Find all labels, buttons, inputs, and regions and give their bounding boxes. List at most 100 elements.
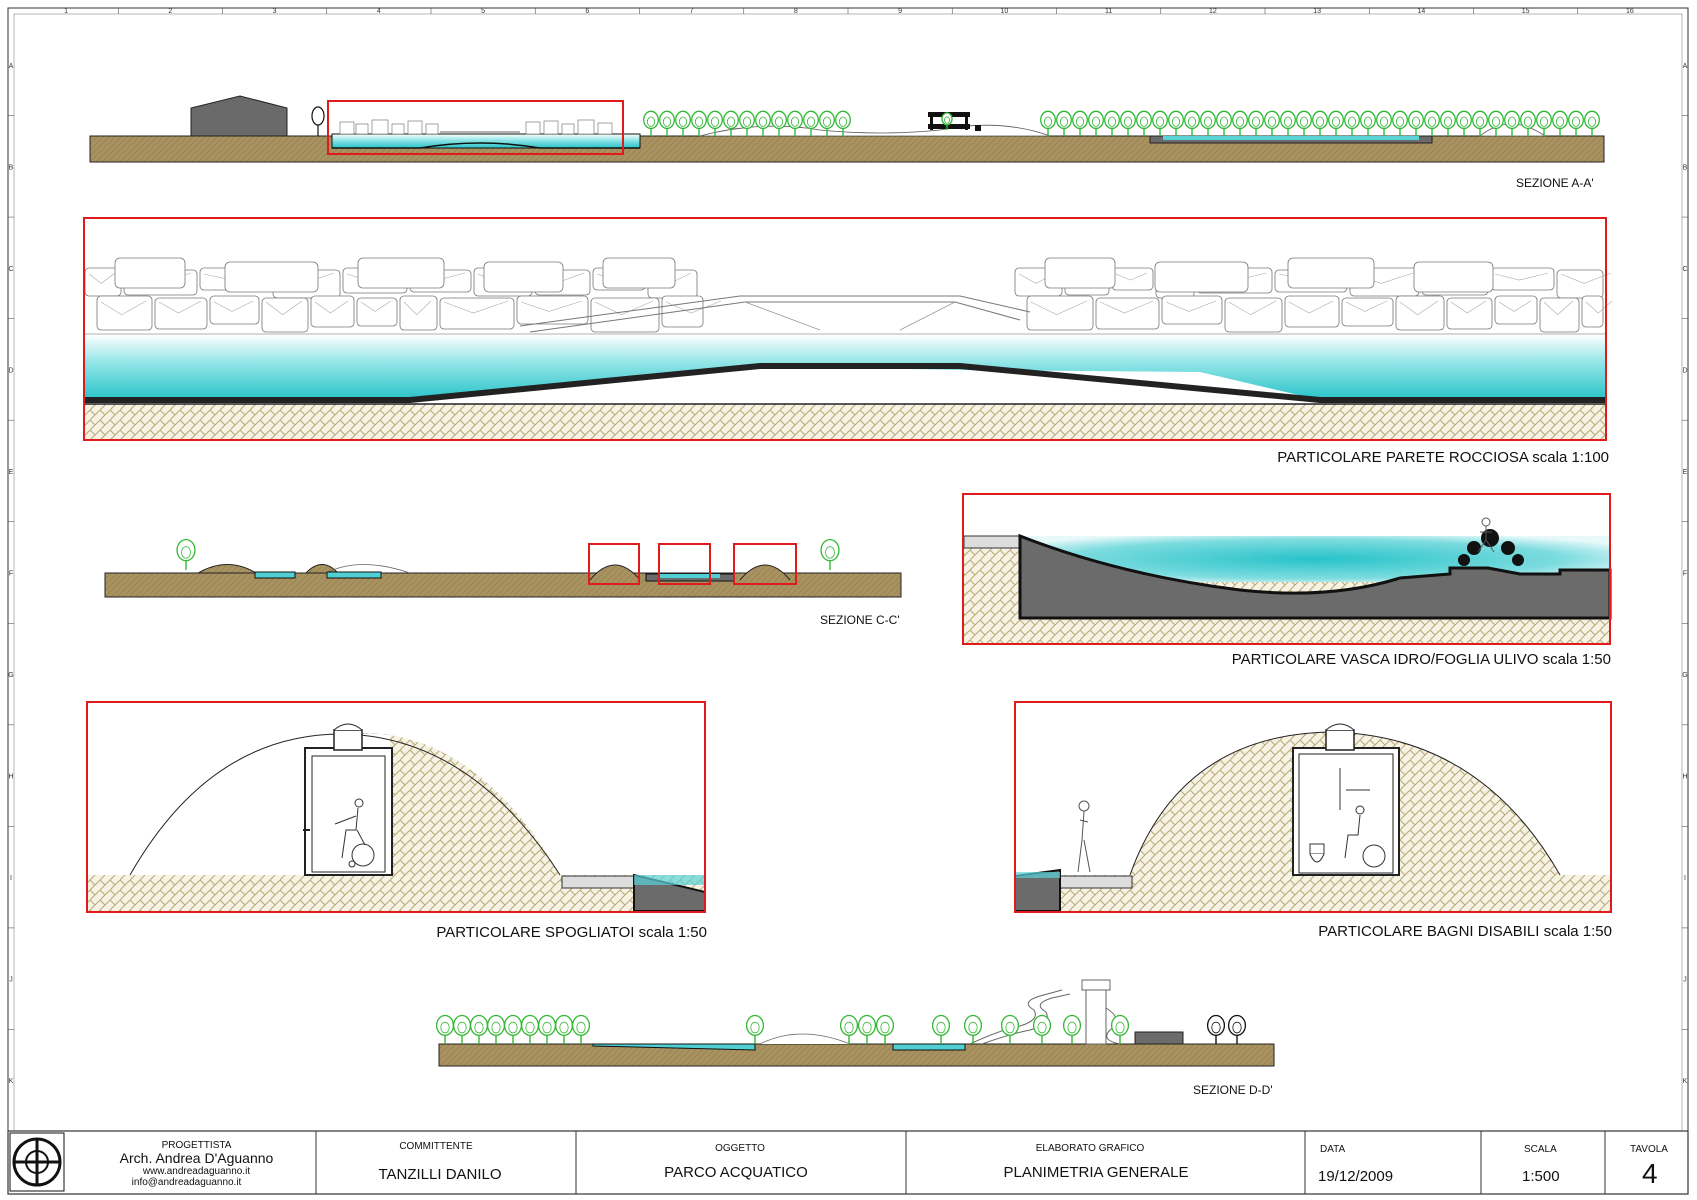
grid-row-label: D	[1682, 367, 1687, 374]
tree-icon	[675, 110, 691, 136]
tree-icon	[1504, 110, 1520, 136]
grid-row-label: C	[1682, 266, 1687, 273]
tree-icon	[176, 538, 196, 570]
tree-icon	[1200, 110, 1216, 136]
section-aa-trees	[643, 110, 1600, 136]
changing-pool-edge	[561, 875, 636, 889]
designer-website: www.andreadaguanno.it	[142, 1166, 251, 1177]
tree-icon	[1344, 110, 1360, 136]
grid-column-label: 7	[690, 8, 694, 15]
grid-column-label: 3	[273, 8, 277, 15]
tree-icon	[1056, 110, 1072, 136]
tree-icon	[1072, 110, 1088, 136]
section-cc-pool-2	[326, 571, 382, 579]
section-cc-highlight-3	[733, 543, 797, 585]
title-block-frame	[7, 1130, 1689, 1195]
tree-icon	[469, 1014, 489, 1044]
grid-row-label: G	[8, 672, 13, 679]
detail-changing-rooms	[86, 701, 706, 913]
tree-icon	[1206, 1014, 1226, 1044]
drawing-title-value: PLANIMETRIA GENERALE	[1003, 1164, 1189, 1181]
grid-row-label: I	[10, 875, 12, 882]
tree-icon	[857, 1014, 877, 1044]
section-aa-mound	[699, 124, 1051, 137]
tree-icon	[1104, 110, 1120, 136]
drawing-title-heading: ELABORATO GRAFICO	[1035, 1143, 1145, 1154]
tree-icon	[820, 538, 840, 570]
tree-icon	[1552, 110, 1568, 136]
hydro-pool-detail-label: PARTICOLARE VASCA IDRO/FOGLIA ULIVO scal…	[1231, 651, 1611, 668]
grid-column-label: 11	[1105, 8, 1112, 15]
tree-icon	[1280, 110, 1296, 136]
section-cc-pool-1	[254, 571, 296, 579]
grid-column-label: 4	[377, 8, 381, 15]
section-dd-pool-2	[892, 1043, 966, 1051]
toilets-path	[1059, 875, 1133, 889]
tree-icon	[787, 110, 803, 136]
grid-row-label: J	[9, 977, 13, 984]
tree-icon	[691, 110, 707, 136]
section-dd-building	[1134, 1031, 1184, 1045]
grid-row-label: G	[1682, 672, 1687, 679]
designer-name: Arch. Andrea D'Aguanno	[119, 1150, 274, 1166]
tree-icon	[1536, 110, 1552, 136]
section-cc-trees	[176, 538, 840, 570]
section-aa-highlight	[327, 100, 624, 155]
changing-room	[304, 747, 393, 876]
tree-icon	[537, 1014, 557, 1044]
rock-wall-bridge	[519, 295, 1031, 327]
tree-icon	[1248, 110, 1264, 136]
scale-value: 1:500	[1522, 1168, 1560, 1185]
grid-row-label: K	[1683, 1078, 1688, 1085]
section-aa-pool-bottom	[332, 142, 640, 149]
designer-email: info@andreadaguanno.it	[131, 1177, 242, 1188]
grid-row-label: B	[1683, 164, 1688, 171]
tree-icon	[1488, 110, 1504, 136]
grid-column-label: 9	[898, 8, 902, 15]
tree-icon	[1000, 1014, 1020, 1044]
tree-icon	[1062, 1014, 1082, 1044]
tree-icon	[1312, 110, 1328, 136]
grid-row-label: A	[9, 63, 14, 70]
subject-value: PARCO ACQUATICO	[664, 1164, 808, 1181]
grid-row-label: F	[1683, 571, 1687, 578]
toilets-skylight	[1325, 729, 1355, 751]
changing-skylight	[333, 729, 363, 751]
hydro-deck	[963, 535, 1021, 549]
changing-dome-hatch	[340, 732, 560, 875]
tree-icon	[875, 1014, 895, 1044]
tree-icon	[1216, 110, 1232, 136]
tree-icon	[1520, 110, 1536, 136]
grid-row-label: C	[8, 266, 13, 273]
sheet-number: 4	[1642, 1158, 1658, 1189]
grid-column-label: 1	[64, 8, 68, 15]
tree-icon	[1110, 1014, 1130, 1044]
toilet-icon	[1309, 843, 1325, 863]
detail-hydro-pool	[962, 493, 1612, 645]
tree-icon	[1227, 1014, 1247, 1044]
tree-icon	[745, 1014, 765, 1044]
section-dd	[435, 979, 1275, 1067]
section-dd-pool-1	[592, 1043, 756, 1051]
client-value: TANZILLI DANILO	[378, 1166, 502, 1183]
tree-icon	[1472, 110, 1488, 136]
designer-heading: PROGETTISTA	[161, 1140, 232, 1151]
tree-icon	[771, 110, 787, 136]
wheelchair-user-icon-2	[1344, 805, 1386, 868]
grid-row-label: I	[1684, 875, 1686, 882]
section-cc-mound-1	[196, 564, 258, 574]
tree-icon	[1376, 110, 1392, 136]
tree-icon	[1568, 110, 1584, 136]
section-cc	[104, 538, 902, 598]
tree-icon	[963, 1014, 983, 1044]
section-dd-label: SEZIONE D-D'	[1193, 1083, 1273, 1097]
grid-column-label: 8	[794, 8, 798, 15]
tree-icon	[1120, 110, 1136, 136]
section-aa	[89, 95, 1605, 163]
tree-icon	[503, 1014, 523, 1044]
grid-column-label: 12	[1209, 8, 1217, 15]
tree-icon	[941, 112, 953, 130]
architect-logo-icon	[9, 1132, 65, 1192]
tree-icon	[1032, 1014, 1052, 1044]
